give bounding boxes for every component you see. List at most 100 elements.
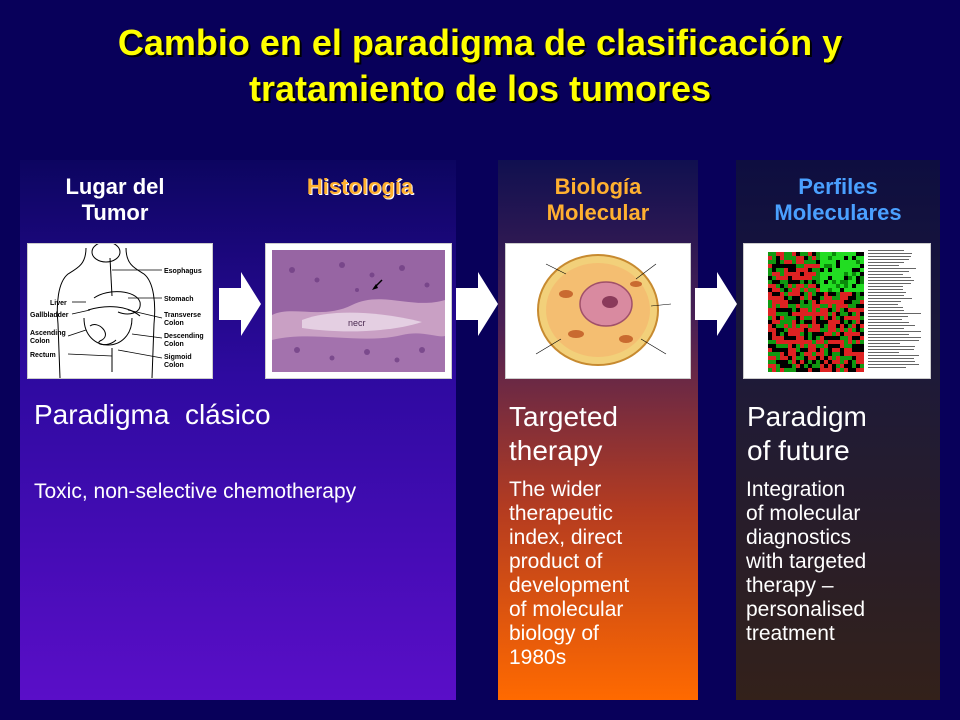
heatmap-cell xyxy=(816,356,820,360)
heatmap-cell xyxy=(816,316,820,320)
heatmap-cell xyxy=(820,288,824,292)
heatmap-cell xyxy=(844,252,848,256)
heatmap-cell xyxy=(772,268,776,272)
heatmap-cell xyxy=(796,292,800,296)
heatmap-cell xyxy=(840,304,844,308)
heatmap-cell xyxy=(772,260,776,264)
heatmap-cell xyxy=(844,316,848,320)
heatmap-cell xyxy=(780,332,784,336)
heatmap-cell xyxy=(768,324,772,328)
svg-text:Colon: Colon xyxy=(164,320,184,327)
heatmap-cell xyxy=(796,304,800,308)
svg-text:Sigmoid: Sigmoid xyxy=(164,354,192,361)
heatmap-cell xyxy=(788,264,792,268)
necr-label: necr xyxy=(348,318,366,328)
heatmap-cell xyxy=(836,312,840,316)
heatmap-cell xyxy=(840,296,844,300)
heatmap-cell xyxy=(768,348,772,352)
heatmap-cell xyxy=(840,284,844,288)
heatmap-cell xyxy=(836,316,840,320)
heatmap-cell xyxy=(860,300,864,304)
heatmap-cell xyxy=(788,280,792,284)
heatmap-cell xyxy=(848,256,852,260)
heatmap-cell xyxy=(816,268,820,272)
heatmap-cell xyxy=(804,288,808,292)
heatmap-cell xyxy=(772,324,776,328)
heatmap-cell xyxy=(788,260,792,264)
heatmap-cell xyxy=(812,260,816,264)
heatmap-cell xyxy=(820,340,824,344)
heatmap-cell xyxy=(824,276,828,280)
heatmap-cell xyxy=(844,328,848,332)
heatmap-cell xyxy=(820,316,824,320)
heatmap-cell xyxy=(784,344,788,348)
heatmap-cell xyxy=(844,280,848,284)
heatmap-cell xyxy=(860,288,864,292)
heatmap-cell xyxy=(812,272,816,276)
heatmap-cell xyxy=(816,292,820,296)
heatmap-cell xyxy=(832,348,836,352)
heatmap-cell xyxy=(768,252,772,256)
heatmap-cell xyxy=(836,304,840,308)
heatmap-cell xyxy=(848,340,852,344)
heatmap-cell xyxy=(792,292,796,296)
heatmap-cell xyxy=(808,308,812,312)
heatmap-cell xyxy=(808,252,812,256)
heatmap-cell xyxy=(776,308,780,312)
heatmap-cell xyxy=(848,296,852,300)
heatmap-cell xyxy=(808,260,812,264)
heatmap-cell xyxy=(780,272,784,276)
heatmap-cell xyxy=(772,360,776,364)
heatmap-cell xyxy=(784,260,788,264)
heatmap-cell xyxy=(804,364,808,368)
heatmap-cell xyxy=(788,308,792,312)
heatmap-cell xyxy=(856,348,860,352)
heatmap-cell xyxy=(804,300,808,304)
heatmap-cell xyxy=(816,352,820,356)
heatmap-cell xyxy=(832,284,836,288)
gene-label-line xyxy=(868,367,906,368)
heatmap-cell xyxy=(852,364,856,368)
heatmap-cell xyxy=(824,360,828,364)
heatmap-cell xyxy=(784,300,788,304)
heatmap-cell xyxy=(812,368,816,372)
heatmap-cell xyxy=(836,308,840,312)
heatmap-cell xyxy=(820,292,824,296)
heatmap-cell xyxy=(784,292,788,296)
heatmap-cell xyxy=(820,332,824,336)
heatmap-cell xyxy=(820,356,824,360)
heatmap-cell xyxy=(788,276,792,280)
heatmap-cell xyxy=(772,264,776,268)
heatmap-cell xyxy=(804,332,808,336)
gene-label-line xyxy=(868,253,912,254)
heatmap-cell xyxy=(800,260,804,264)
heatmap-cell xyxy=(824,336,828,340)
arrow-right-icon xyxy=(456,272,498,336)
heatmap-cell xyxy=(860,284,864,288)
heatmap-cell xyxy=(856,292,860,296)
heatmap-cell xyxy=(836,352,840,356)
gene-label-line xyxy=(868,280,914,281)
heatmap-cell xyxy=(840,264,844,268)
heatmap-cell xyxy=(844,336,848,340)
heatmap-cell xyxy=(852,348,856,352)
heatmap-cell xyxy=(804,324,808,328)
heatmap-cell xyxy=(768,364,772,368)
heatmap-cell xyxy=(772,352,776,356)
heatmap-cell xyxy=(860,260,864,264)
heatmap-cell xyxy=(848,280,852,284)
heatmap-cell xyxy=(860,276,864,280)
heatmap-cell xyxy=(840,308,844,312)
heatmap-cell xyxy=(780,364,784,368)
heatmap-cell xyxy=(800,344,804,348)
gene-label-line xyxy=(868,307,903,308)
heatmap-cell xyxy=(788,268,792,272)
heatmap-cell xyxy=(824,304,828,308)
heatmap-cell xyxy=(840,268,844,272)
heatmap-cell xyxy=(796,316,800,320)
label-esophagus: Esophagus xyxy=(164,268,202,275)
heatmap-cell xyxy=(772,280,776,284)
heatmap-cell xyxy=(824,320,828,324)
heatmap-cell xyxy=(776,344,780,348)
header-biologia-molecular: Biología Molecular xyxy=(546,174,650,225)
